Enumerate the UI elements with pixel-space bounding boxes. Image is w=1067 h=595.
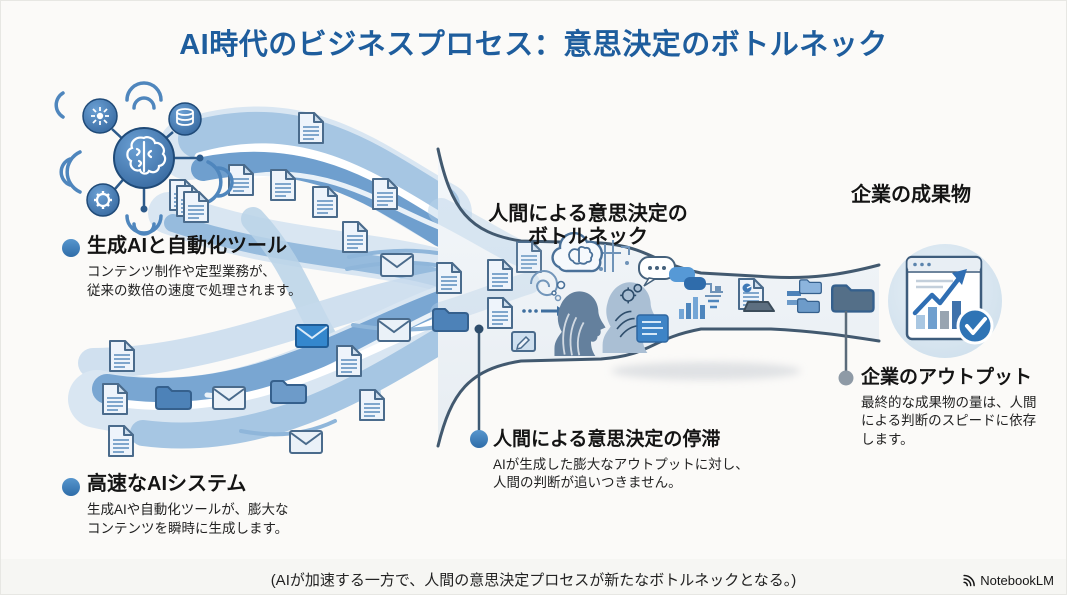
funnel-shadow: [611, 362, 801, 380]
bullet-fast-ai: [62, 478, 80, 496]
callout-output-body: 最終的な成果物の量は、人間 による判断のスピードに依存 します。: [861, 394, 1037, 448]
envelope-icon: [377, 318, 411, 342]
envelope-icon: [212, 386, 246, 410]
document-icon: [108, 425, 134, 457]
gear-in-head-icon: [614, 283, 643, 338]
thought-cloud-icon: [551, 232, 603, 296]
chat-box-icon: [636, 314, 669, 343]
label-bottleneck-heading: 人間による意思決定の ボトルネック: [488, 203, 688, 248]
database-icon: [176, 108, 194, 126]
document-icon: [359, 389, 385, 421]
notebooklm-logo-icon: [963, 574, 976, 587]
callout-stagnation-heading: 人間による意思決定の停滞: [493, 429, 721, 450]
envelope-icon: [295, 324, 329, 348]
callout-stagnation: 人間による意思決定の停滞 AIが生成した膨大なアウトプットに対し、 人間の判断が…: [493, 429, 823, 493]
section-fast-ai-body: 生成AIや自動化ツールが、膨大な コンテンツを瞬時に生成します。: [87, 502, 289, 536]
head-circuit-lines: [562, 313, 585, 356]
bar-chart-icon: [679, 297, 719, 319]
section-fast-ai: 高速なAIシステム 生成AIや自動化ツールが、膨大な コンテンツを瞬時に生成しま…: [87, 473, 367, 538]
chart-window-check-icon: [888, 244, 1002, 358]
folder-icon: [155, 386, 192, 410]
watermark-text: NotebookLM: [980, 573, 1054, 588]
neural-node-icon: [91, 107, 109, 125]
folder-tree-icon: [787, 279, 822, 314]
callout-output-heading: 企業のアウトプット: [861, 367, 1033, 388]
page-title: AI時代のビジネスプロセス：意思決定のボトルネック: [179, 29, 888, 61]
watermark: NotebookLM: [961, 573, 1054, 588]
document-icon: [336, 345, 362, 377]
note-pen-icon: [511, 331, 536, 352]
flow-documents: [102, 112, 542, 457]
report-document-icon: [738, 278, 775, 312]
caption-strip: [1, 559, 1066, 594]
label-deliverables: 企業の成果物: [851, 184, 1041, 207]
callout-stagnation-line: [470, 324, 488, 448]
bullet-gen-ai: [62, 239, 80, 257]
ai-brain-network-icon: [54, 81, 234, 236]
document-icon: [102, 383, 128, 415]
bullet-gray: [838, 370, 854, 386]
document-icon: [270, 169, 296, 201]
chat-bubble-dark: [684, 277, 706, 290]
document-icon: [487, 297, 513, 329]
document-icon: [298, 112, 324, 144]
section-fast-ai-heading: 高速なAIシステム: [87, 473, 247, 495]
folder-dark-icon: [830, 284, 875, 313]
document-icon: [372, 178, 398, 210]
folder-icon: [270, 380, 307, 404]
footer-caption: (AIが加速する一方で、人間の意思決定プロセスが新たなボトルネックとなる。): [270, 572, 797, 589]
folder-icon: [432, 308, 469, 332]
envelope-icon: [380, 253, 414, 277]
section-gen-ai: 生成AIと自動化ツール コンテンツ制作や定型業務が、 従来の数倍の速度で処理され…: [87, 235, 357, 300]
document-icon: [312, 186, 338, 218]
envelope-icon: [289, 430, 323, 454]
callout-output-line: [838, 311, 854, 386]
label-bottleneck: 人間による意思決定の ボトルネック: [453, 185, 723, 267]
output-stream: [738, 278, 875, 314]
callout-output: 企業のアウトプット 最終的な成果物の量は、人間 による判断のスピードに依存 しま…: [861, 367, 1061, 450]
decision-scene: [522, 232, 723, 356]
section-gen-ai-heading: 生成AIと自動化ツール: [87, 235, 287, 257]
document-icon: [436, 262, 462, 294]
bullet-blue: [470, 430, 488, 448]
section-gen-ai-body: コンテンツ制作や定型業務が、 従来の数倍の速度で処理されます。: [87, 264, 302, 298]
gear-icon: [94, 191, 112, 209]
brain-icon: [126, 136, 167, 175]
callout-stagnation-body: AIが生成した膨大なアウトプットに対し、 人間の判断が追いつきません。: [493, 456, 749, 491]
label-deliverables-heading: 企業の成果物: [851, 184, 971, 206]
document-icon: [109, 340, 135, 372]
